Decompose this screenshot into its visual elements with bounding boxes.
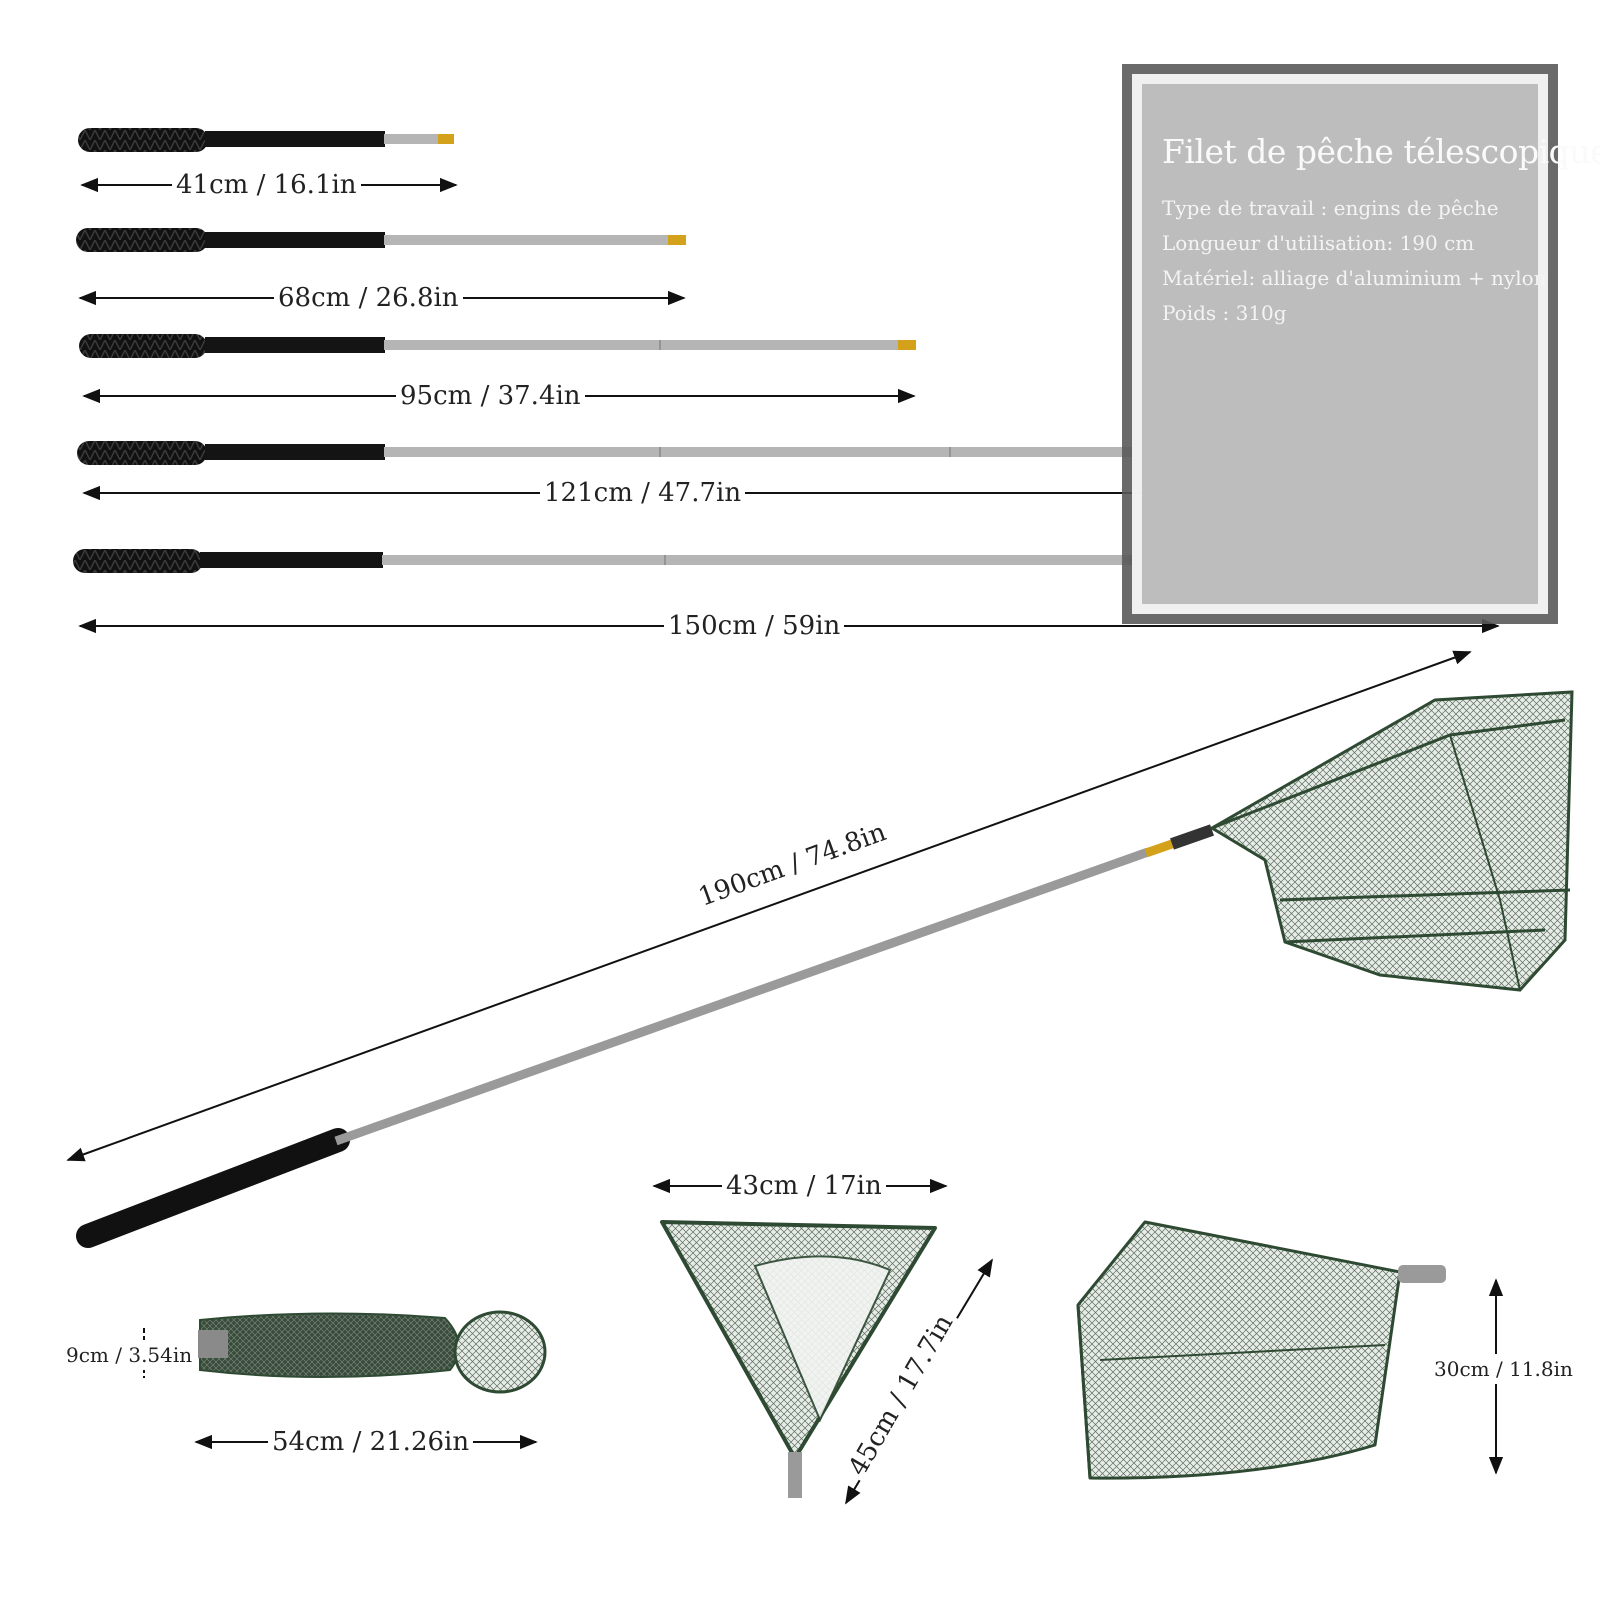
pole-4 — [77, 441, 1237, 465]
side-net — [1076, 1220, 1446, 1480]
spec-work-type: Type de travail : engins de pêche — [1162, 196, 1499, 220]
label-length-95: 95cm / 37.4in — [396, 381, 585, 411]
label-folded-length: 54cm / 21.26in — [268, 1427, 474, 1457]
label-hoop-width: 43cm / 17in — [722, 1171, 886, 1201]
spec-material: Matériel: alliage d'aluminium + nylon — [1162, 266, 1547, 290]
dim-arrow-190 — [66, 650, 1472, 1162]
pole-1 — [78, 128, 454, 152]
triangle-hoop — [660, 1220, 937, 1498]
spec-panel-frame: Filet de pêche télescopique Type de trav… — [1132, 74, 1600, 614]
folded-net — [198, 1310, 547, 1394]
spec-panel-body: Filet de pêche télescopique Type de trav… — [1142, 84, 1600, 604]
spec-weight: Poids : 310g — [1162, 301, 1287, 325]
label-length-41: 41cm / 16.1in — [172, 170, 361, 200]
pole-3 — [79, 334, 916, 358]
spec-panel: Filet de pêche télescopique Type de trav… — [1122, 64, 1600, 624]
label-length-121: 121cm / 47.7in — [540, 478, 746, 508]
label-length-68: 68cm / 26.8in — [274, 283, 463, 313]
label-length-150: 150cm / 59in — [664, 611, 845, 641]
label-folded-height: 9cm / 3.54in — [62, 1340, 197, 1370]
pole-2 — [76, 228, 686, 252]
spec-title: Filet de pêche télescopique — [1162, 132, 1600, 171]
full-net — [76, 690, 1574, 1248]
spec-usage-length: Longueur d'utilisation: 190 cm — [1162, 231, 1475, 255]
label-net-depth: 30cm / 11.8in — [1430, 1354, 1577, 1384]
